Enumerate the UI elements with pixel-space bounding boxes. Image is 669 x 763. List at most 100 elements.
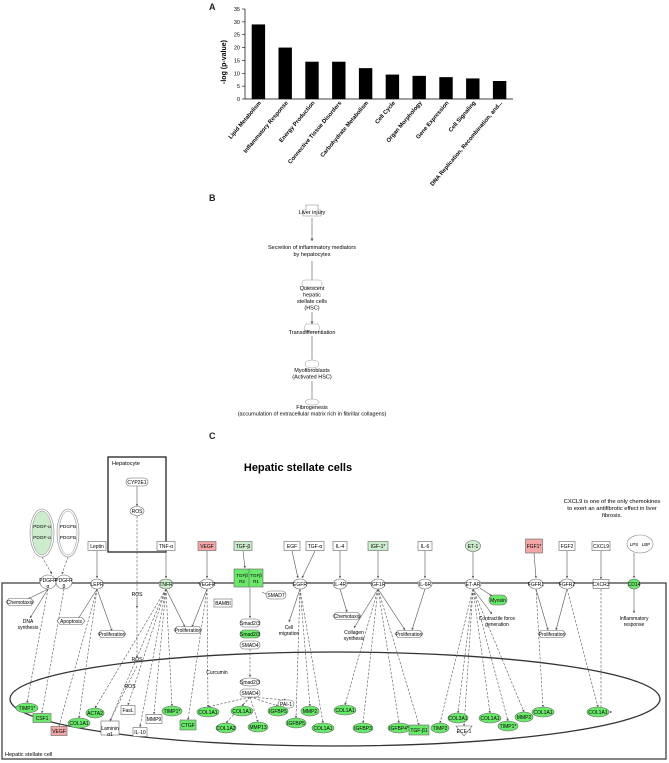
cell-label: Hepatic stellate cell [5, 752, 52, 758]
label-fgf2: FGF2 [561, 544, 574, 550]
node-fasl [120, 705, 136, 715]
label-etar: ET-AR [466, 582, 481, 588]
node-col1a1b [196, 706, 220, 718]
node-null [537, 630, 567, 638]
node-col1a2 [215, 722, 237, 734]
label-ece1: ECE-1 [457, 729, 472, 735]
label-tgfb1: TGF-β1 [410, 728, 428, 734]
bar-0 [251, 24, 266, 99]
node-null [248, 568, 264, 588]
edge [439, 588, 474, 724]
bar-9 [492, 81, 507, 99]
node-smad23b [239, 629, 261, 639]
node-timp1b [161, 705, 183, 717]
nucleus [9, 651, 661, 747]
label-pdgfb_2: PDGFB [60, 535, 77, 541]
category-label-5: Cell Cycle [375, 100, 398, 126]
node-igfbp5a [267, 705, 289, 717]
flow-node-transdifferentiation: Transdifferentiation [289, 330, 336, 336]
category-label-8: Cell Signaling [448, 100, 478, 134]
edge [109, 665, 138, 722]
label-myosin: Myosin [490, 598, 506, 604]
y-tick-label-3: 15 [234, 58, 240, 64]
edge [472, 588, 525, 713]
label-col1a2: COL1A2 [216, 726, 235, 732]
label-smad4a: SMAD4 [241, 643, 258, 649]
node-cd14 [627, 578, 641, 590]
label-et1: ET-1 [468, 544, 479, 550]
node-il6 [417, 541, 433, 551]
label-col1a1g: COL1A1 [533, 710, 552, 716]
label-fasl: FasL [122, 708, 133, 714]
label-fgfr2: FGFR2 [559, 582, 576, 588]
label-pai1: PAI-1 [280, 702, 292, 708]
edge [353, 588, 379, 629]
node-etar [464, 578, 482, 590]
edge [462, 588, 474, 727]
node-fgf2 [558, 541, 576, 551]
node-bambi [213, 598, 233, 608]
node-lama1 [100, 720, 120, 736]
edge [127, 588, 167, 706]
label-smad7: SMAD7 [267, 593, 284, 599]
label-timp1b: TIMP1* [164, 709, 181, 715]
label-il4: IL-4 [336, 544, 345, 550]
label-il6r: IL-6R [419, 582, 432, 588]
node-et1 [465, 540, 481, 552]
label-smad23b: Smad2/3 [240, 632, 260, 638]
flow-node-fibrogenesis: Fibrogenesis(accumulation of extracellul… [238, 405, 387, 418]
node-tgfb [233, 541, 253, 551]
edge [472, 588, 509, 722]
label-acta2: ACTA2 [87, 711, 103, 717]
label-mmp13: MMP13 [249, 725, 266, 731]
bar-6 [412, 75, 426, 99]
bar-1 [278, 47, 292, 99]
pathway-title: Hepatic stellate cells [244, 462, 352, 474]
label-igfbp5b: IGFBP5 [287, 721, 305, 727]
node-fgf1 [525, 538, 543, 554]
category-label-4: Carbohydrate Metabolism [320, 100, 370, 158]
label-timp1c: TIMP1* [500, 724, 517, 730]
edge [566, 588, 599, 708]
edge [291, 550, 299, 579]
y-tick-label-5: 25 [234, 33, 240, 39]
edge [61, 556, 69, 575]
label-il4r: IL-4R [334, 582, 347, 588]
edge [377, 588, 420, 726]
node-col1a1a [67, 717, 91, 729]
label-cd14: CD14 [628, 582, 641, 588]
edge [339, 588, 348, 613]
node-lps-lbp-ring [626, 534, 654, 554]
edge [78, 588, 98, 719]
label-cxcl9: CXCL9 [593, 544, 609, 550]
panel-letter-b: B [209, 193, 216, 203]
label-timp1a: TIMP1* [19, 706, 36, 712]
edge [377, 588, 406, 631]
node-cxcr3 [592, 579, 610, 589]
node-ros_a [129, 506, 145, 516]
label-prolif1: Proliferation [99, 632, 126, 638]
edge [96, 588, 113, 632]
label-smad4b: SMAD4 [241, 691, 258, 697]
label-mmp2b: MMP2 [517, 715, 532, 721]
label-r2: R2 [239, 579, 245, 584]
label-col1a1e: COL1A1 [335, 708, 354, 714]
node-smad23a [239, 618, 261, 628]
edge [555, 588, 568, 631]
node-egfr [292, 578, 308, 590]
edge [362, 588, 379, 724]
node-il10 [132, 727, 148, 737]
node-egf [283, 541, 301, 551]
edge [165, 588, 186, 628]
label-pdgfr_a: PDGFR [39, 578, 57, 584]
edge [41, 556, 53, 575]
edge [58, 588, 98, 727]
label-col1a1d: COL1A1 [313, 726, 332, 732]
edge [41, 588, 65, 714]
edge [472, 588, 493, 615]
node-leptin [87, 541, 107, 551]
